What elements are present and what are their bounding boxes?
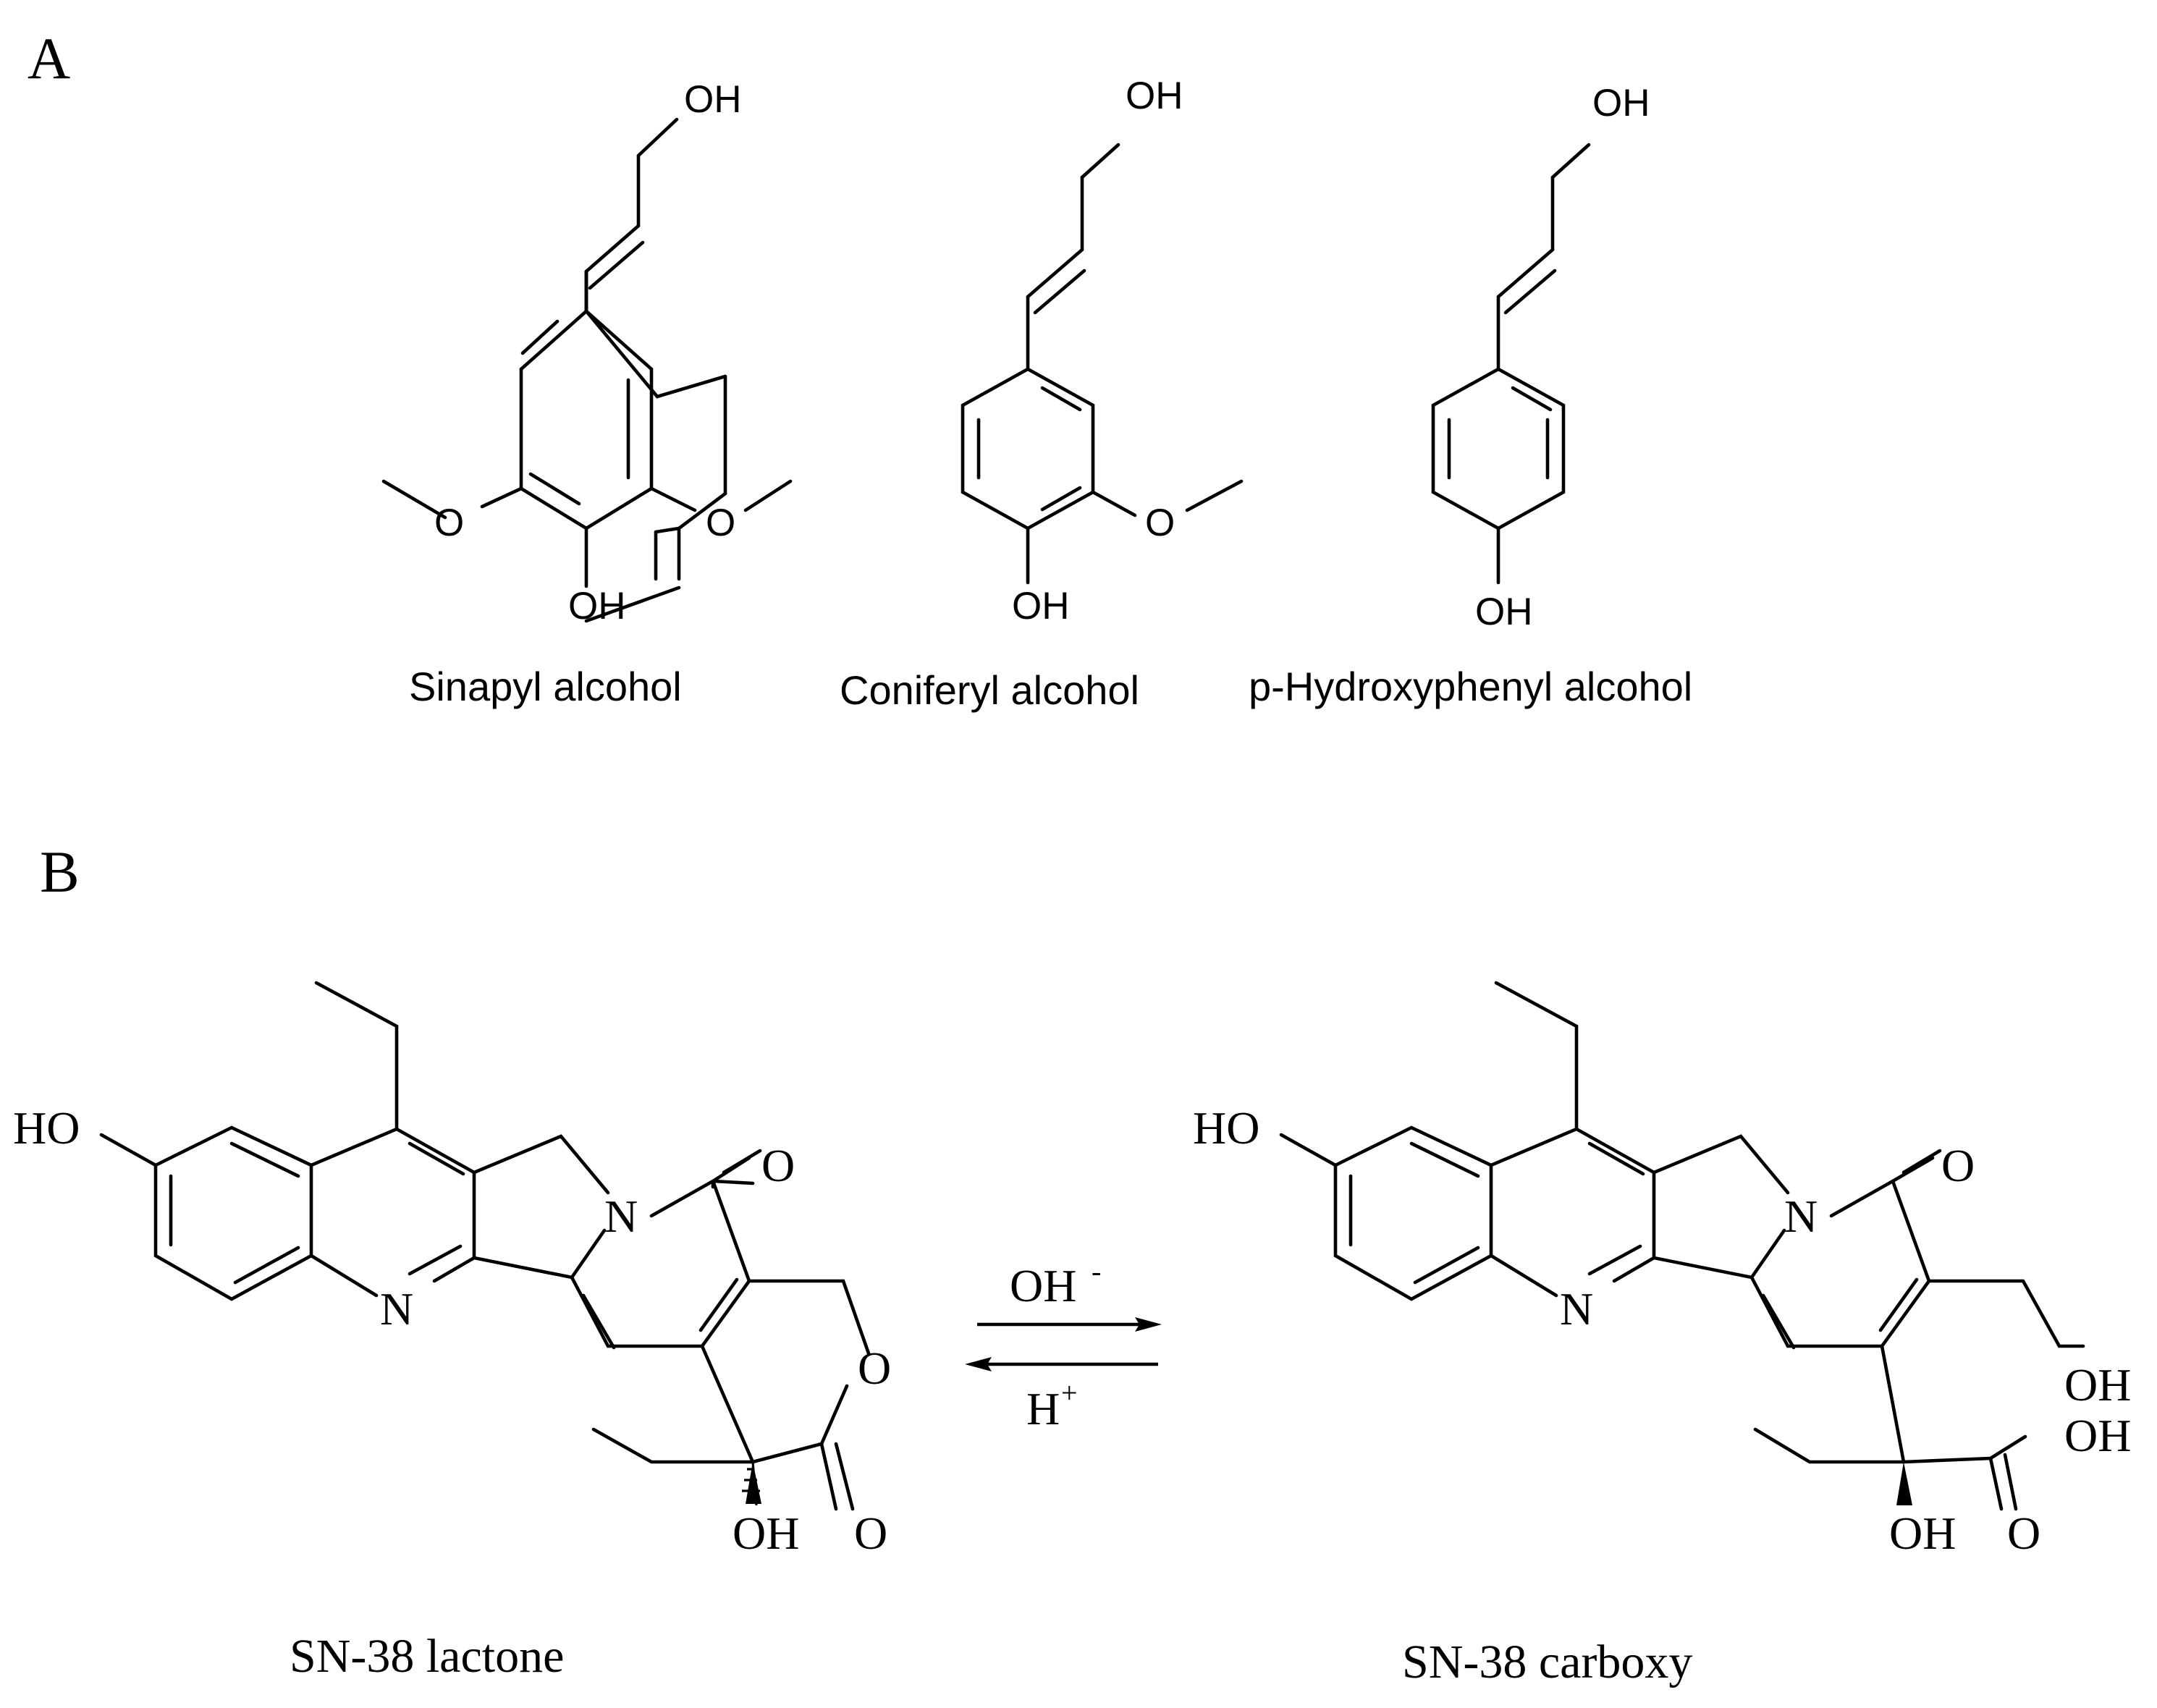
- sn38-carboxy-o-acid: O: [2007, 1508, 2040, 1559]
- hydroxyphenyl-alcohol-name: p-Hydroxyphenyl alcohol: [1249, 664, 1692, 709]
- reverse-reagent: H: [1026, 1383, 1060, 1434]
- sn38-carboxy-o-carbonyl: O: [1941, 1140, 1975, 1191]
- sn38-lactone-name: SN-38 lactone: [290, 1630, 564, 1683]
- sn38-lactone-n-quinoline: N: [380, 1283, 413, 1335]
- coniferyl-alcohol-structure: OH OH O: [961, 75, 1244, 627]
- panel-letter-b: B: [40, 839, 80, 905]
- sn38-carboxy-name: SN-38 carboxy: [1402, 1636, 1692, 1688]
- forward-charge: -: [1092, 1255, 1101, 1288]
- sn38-lactone-o-lactone: O: [854, 1508, 887, 1559]
- sn38-lactone-o-carbonyl: O: [761, 1140, 795, 1191]
- sinapyl-oh-top: OH: [684, 78, 742, 121]
- forward-reagent: OH: [1010, 1260, 1076, 1311]
- sn38-lactone-o-ring: O: [858, 1343, 891, 1394]
- sn38-lactone-ho: HO: [13, 1102, 80, 1154]
- sn38-carboxy-n-ring: N: [1784, 1191, 1818, 1242]
- sn38-carboxy-oh-acid: OH: [2064, 1410, 2131, 1461]
- sn38-carboxy-oh-hydroxymethyl: OH: [2064, 1359, 2131, 1411]
- coniferyl-o-right: O: [1145, 502, 1175, 544]
- hydroxyphenyl-oh-bottom: OH: [1475, 591, 1533, 633]
- sn38-carboxy-structure: HO N N O OH OH OH O: [1193, 981, 2131, 1559]
- hydroxyphenyl-alcohol-structure: OH OH: [1431, 82, 1650, 633]
- sn38-lactone-n-ring: N: [604, 1191, 638, 1242]
- equilibrium: OH - H +: [965, 1255, 1162, 1434]
- coniferyl-oh-bottom: OH: [1012, 585, 1070, 627]
- sinapyl-o-left: O: [434, 502, 464, 544]
- sinapyl-alcohol-structure: OH OH O O: [381, 78, 793, 627]
- sinapyl-oh-bottom: OH: [568, 585, 626, 627]
- sn38-carboxy-ho: HO: [1193, 1102, 1259, 1154]
- hydroxyphenyl-oh-top: OH: [1592, 82, 1650, 124]
- coniferyl-oh-top: OH: [1126, 75, 1183, 117]
- sn38-carboxy-n-quinoline: N: [1560, 1283, 1593, 1335]
- coniferyl-alcohol-name: Coniferyl alcohol: [840, 667, 1139, 713]
- sinapyl-alcohol-name: Sinapyl alcohol: [409, 664, 682, 709]
- reverse-charge: +: [1061, 1377, 1078, 1409]
- sn38-carboxy-oh-tertiary: OH: [1889, 1508, 1956, 1559]
- sinapyl-o-right: O: [706, 502, 735, 544]
- sn38-lactone-structure: HO N N O O O OH: [13, 981, 891, 1559]
- panel-letter-a: A: [28, 25, 70, 91]
- sn38-lactone-oh: OH: [733, 1508, 799, 1559]
